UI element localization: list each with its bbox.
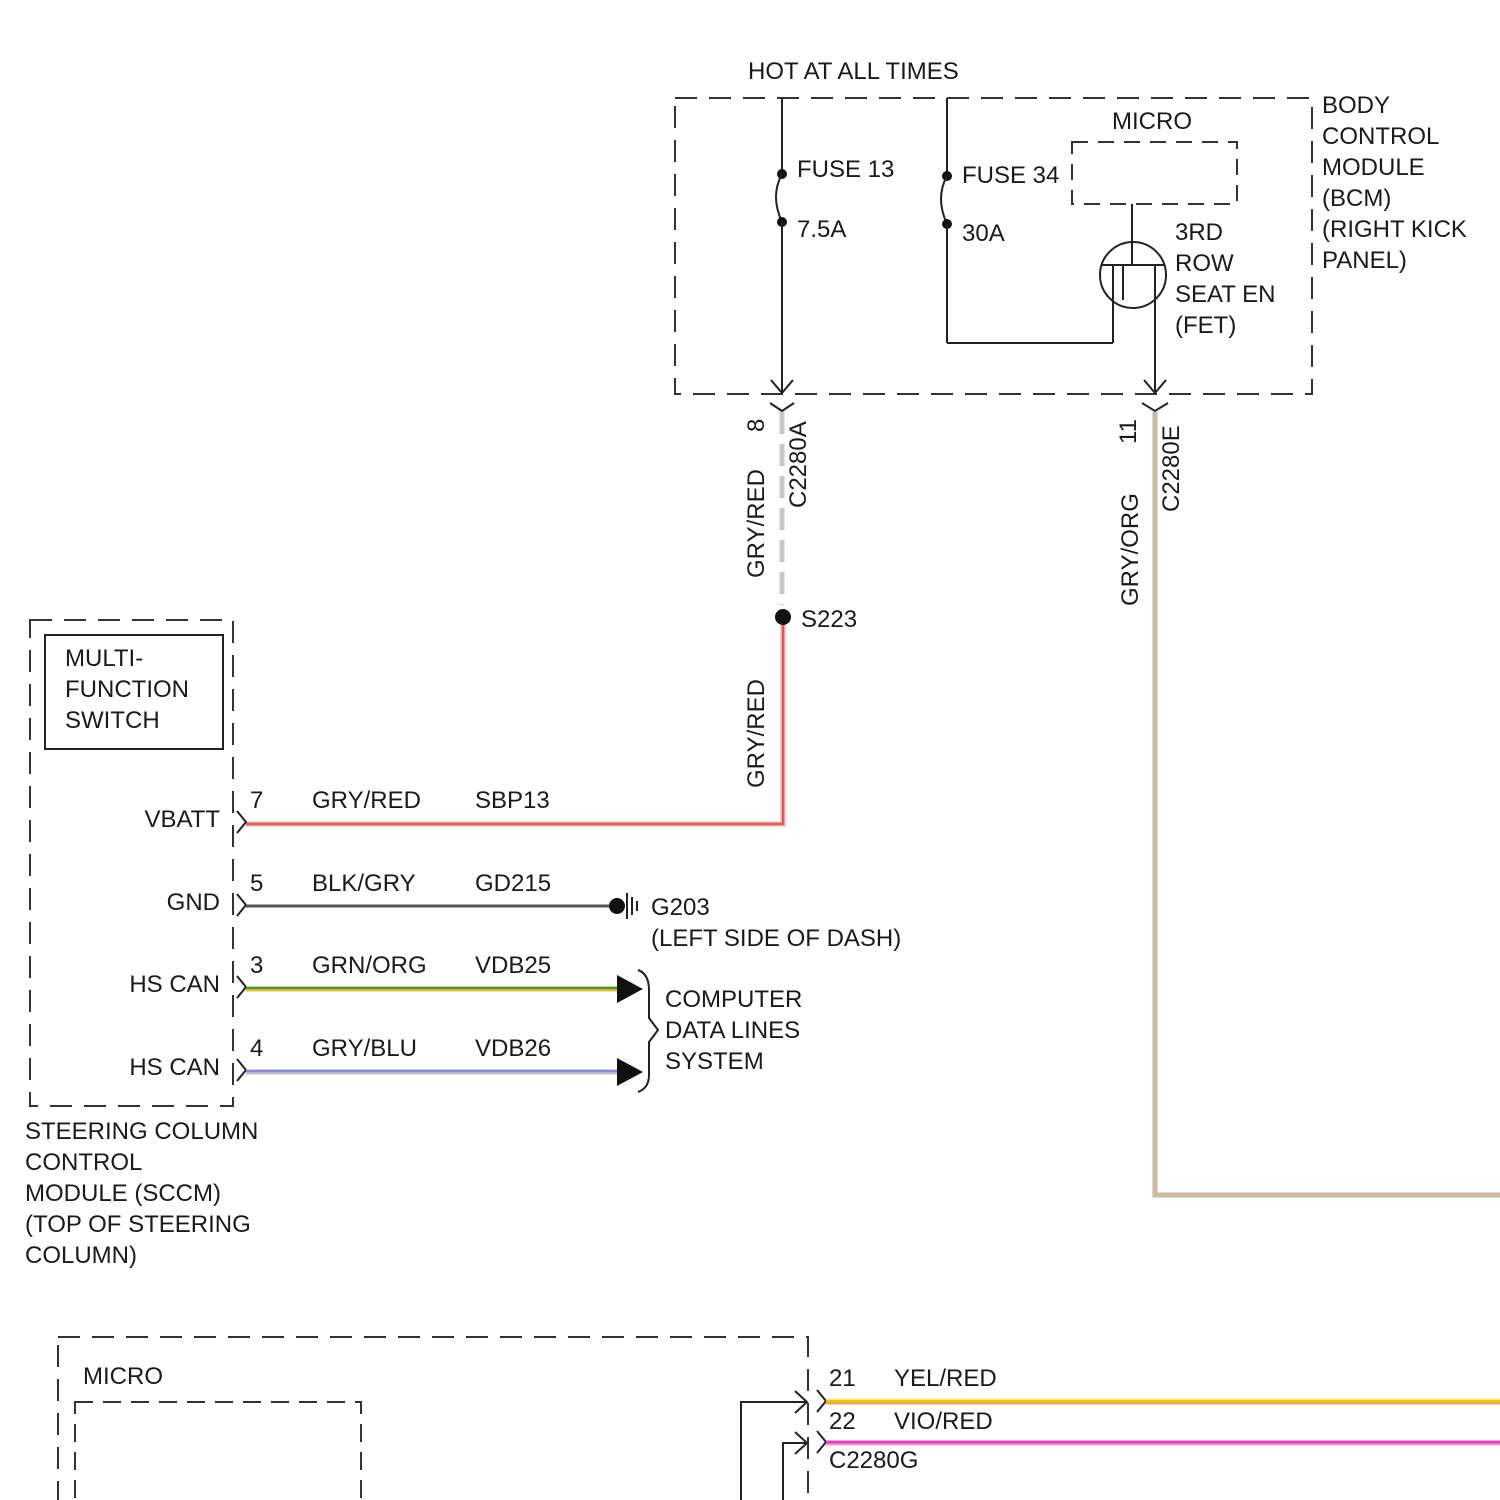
wire-yel-red [826, 1401, 1500, 1402]
pin-7-connector-icon [237, 811, 246, 833]
pin-21-connector-icon [817, 1390, 826, 1412]
pin-7-color: GRY/RED [312, 787, 421, 814]
pin-3-color: GRN/ORG [312, 952, 427, 979]
ground-g203-icon [609, 893, 637, 919]
fuse-13 [771, 98, 793, 393]
pin-3-circuit: VDB25 [475, 952, 551, 979]
connector-c2280a-icon [770, 403, 794, 411]
connector-c2280e-icon [1142, 403, 1168, 411]
pin-22-connector-icon [817, 1431, 826, 1453]
fuse-13-label: FUSE 13 [797, 156, 894, 183]
pin-4-circuit: VDB26 [475, 1035, 551, 1062]
pin-4-number: 4 [250, 1035, 263, 1062]
data-lines-label: COMPUTER DATA LINES SYSTEM [665, 986, 809, 1075]
wire-hs-can-gry-blu [246, 1071, 618, 1072]
lower-internal-lines [741, 1391, 807, 1500]
wire-gry-red-label-lower: GRY/RED [743, 679, 770, 788]
pin-4-connector-icon [237, 1059, 246, 1081]
ground-g203-location: (LEFT SIDE OF DASH) [651, 925, 901, 952]
pin-5-number: 5 [250, 870, 263, 897]
fuse-13-rating: 7.5A [797, 216, 846, 243]
fuse-34-rating: 30A [962, 220, 1005, 247]
pin-4-color: GRY/BLU [312, 1035, 417, 1062]
lower-micro-label: MICRO [83, 1363, 163, 1390]
bcm-micro-label: MICRO [1112, 108, 1192, 135]
lower-micro-box [75, 1402, 361, 1500]
pin-7-circuit: SBP13 [475, 787, 550, 814]
wire-vio-red [826, 1442, 1500, 1443]
pin-22-color: VIO/RED [894, 1408, 993, 1435]
bcm-title: BODY CONTROL MODULE (BCM) (RIGHT KICK PA… [1322, 92, 1474, 274]
pin-7-number: 7 [250, 787, 263, 814]
pin-5-color: BLK/GRY [312, 870, 416, 897]
pin-5-circuit: GD215 [475, 870, 551, 897]
pin-22-number: 22 [829, 1408, 856, 1435]
pin-5-connector-icon [237, 894, 246, 916]
fuse-34-label: FUSE 34 [962, 162, 1059, 189]
multifunction-switch-label: MULTI- FUNCTION SWITCH [65, 645, 196, 734]
lower-module-outline [58, 1337, 808, 1500]
c2280e-pin: 11 [1115, 419, 1142, 444]
ground-g203-label: G203 [651, 894, 710, 921]
sccm-title: STEERING COLUMN CONTROL MODULE (SCCM) (T… [25, 1118, 265, 1269]
pin-label-gnd: GND [167, 889, 220, 916]
fet-transistor-icon [1100, 204, 1166, 393]
c2280a-pin: 8 [743, 419, 770, 432]
splice-s223-icon [775, 609, 791, 625]
splice-s223-label: S223 [801, 606, 857, 633]
c2280a-label: C2280A [785, 421, 812, 508]
c2280e-label: C2280E [1158, 425, 1185, 512]
pin-21-color: YEL/RED [894, 1365, 997, 1392]
arrow-hs-can-3-icon [617, 975, 643, 1003]
pin-label-hs-can-3: HS CAN [129, 971, 220, 998]
c2280g-label: C2280G [829, 1447, 918, 1474]
pin-21-number: 21 [829, 1365, 856, 1392]
hot-at-all-times-label: HOT AT ALL TIMES [748, 58, 959, 85]
wire-gry-org [1155, 412, 1500, 1195]
wire-gry-red-label-upper: GRY/RED [743, 469, 770, 578]
pin-label-hs-can-4: HS CAN [129, 1054, 220, 1081]
pin-3-connector-icon [237, 976, 246, 998]
pin-3-number: 3 [250, 952, 263, 979]
wire-gry-org-label: GRY/ORG [1117, 493, 1144, 606]
arrow-hs-can-4-icon [617, 1058, 643, 1086]
wire-hs-can-grn-org [246, 988, 618, 989]
fet-label: 3RD ROW SEAT EN (FET) [1175, 219, 1282, 339]
bcm-micro-box [1072, 142, 1237, 204]
pin-label-vbatt: VBATT [144, 806, 220, 833]
